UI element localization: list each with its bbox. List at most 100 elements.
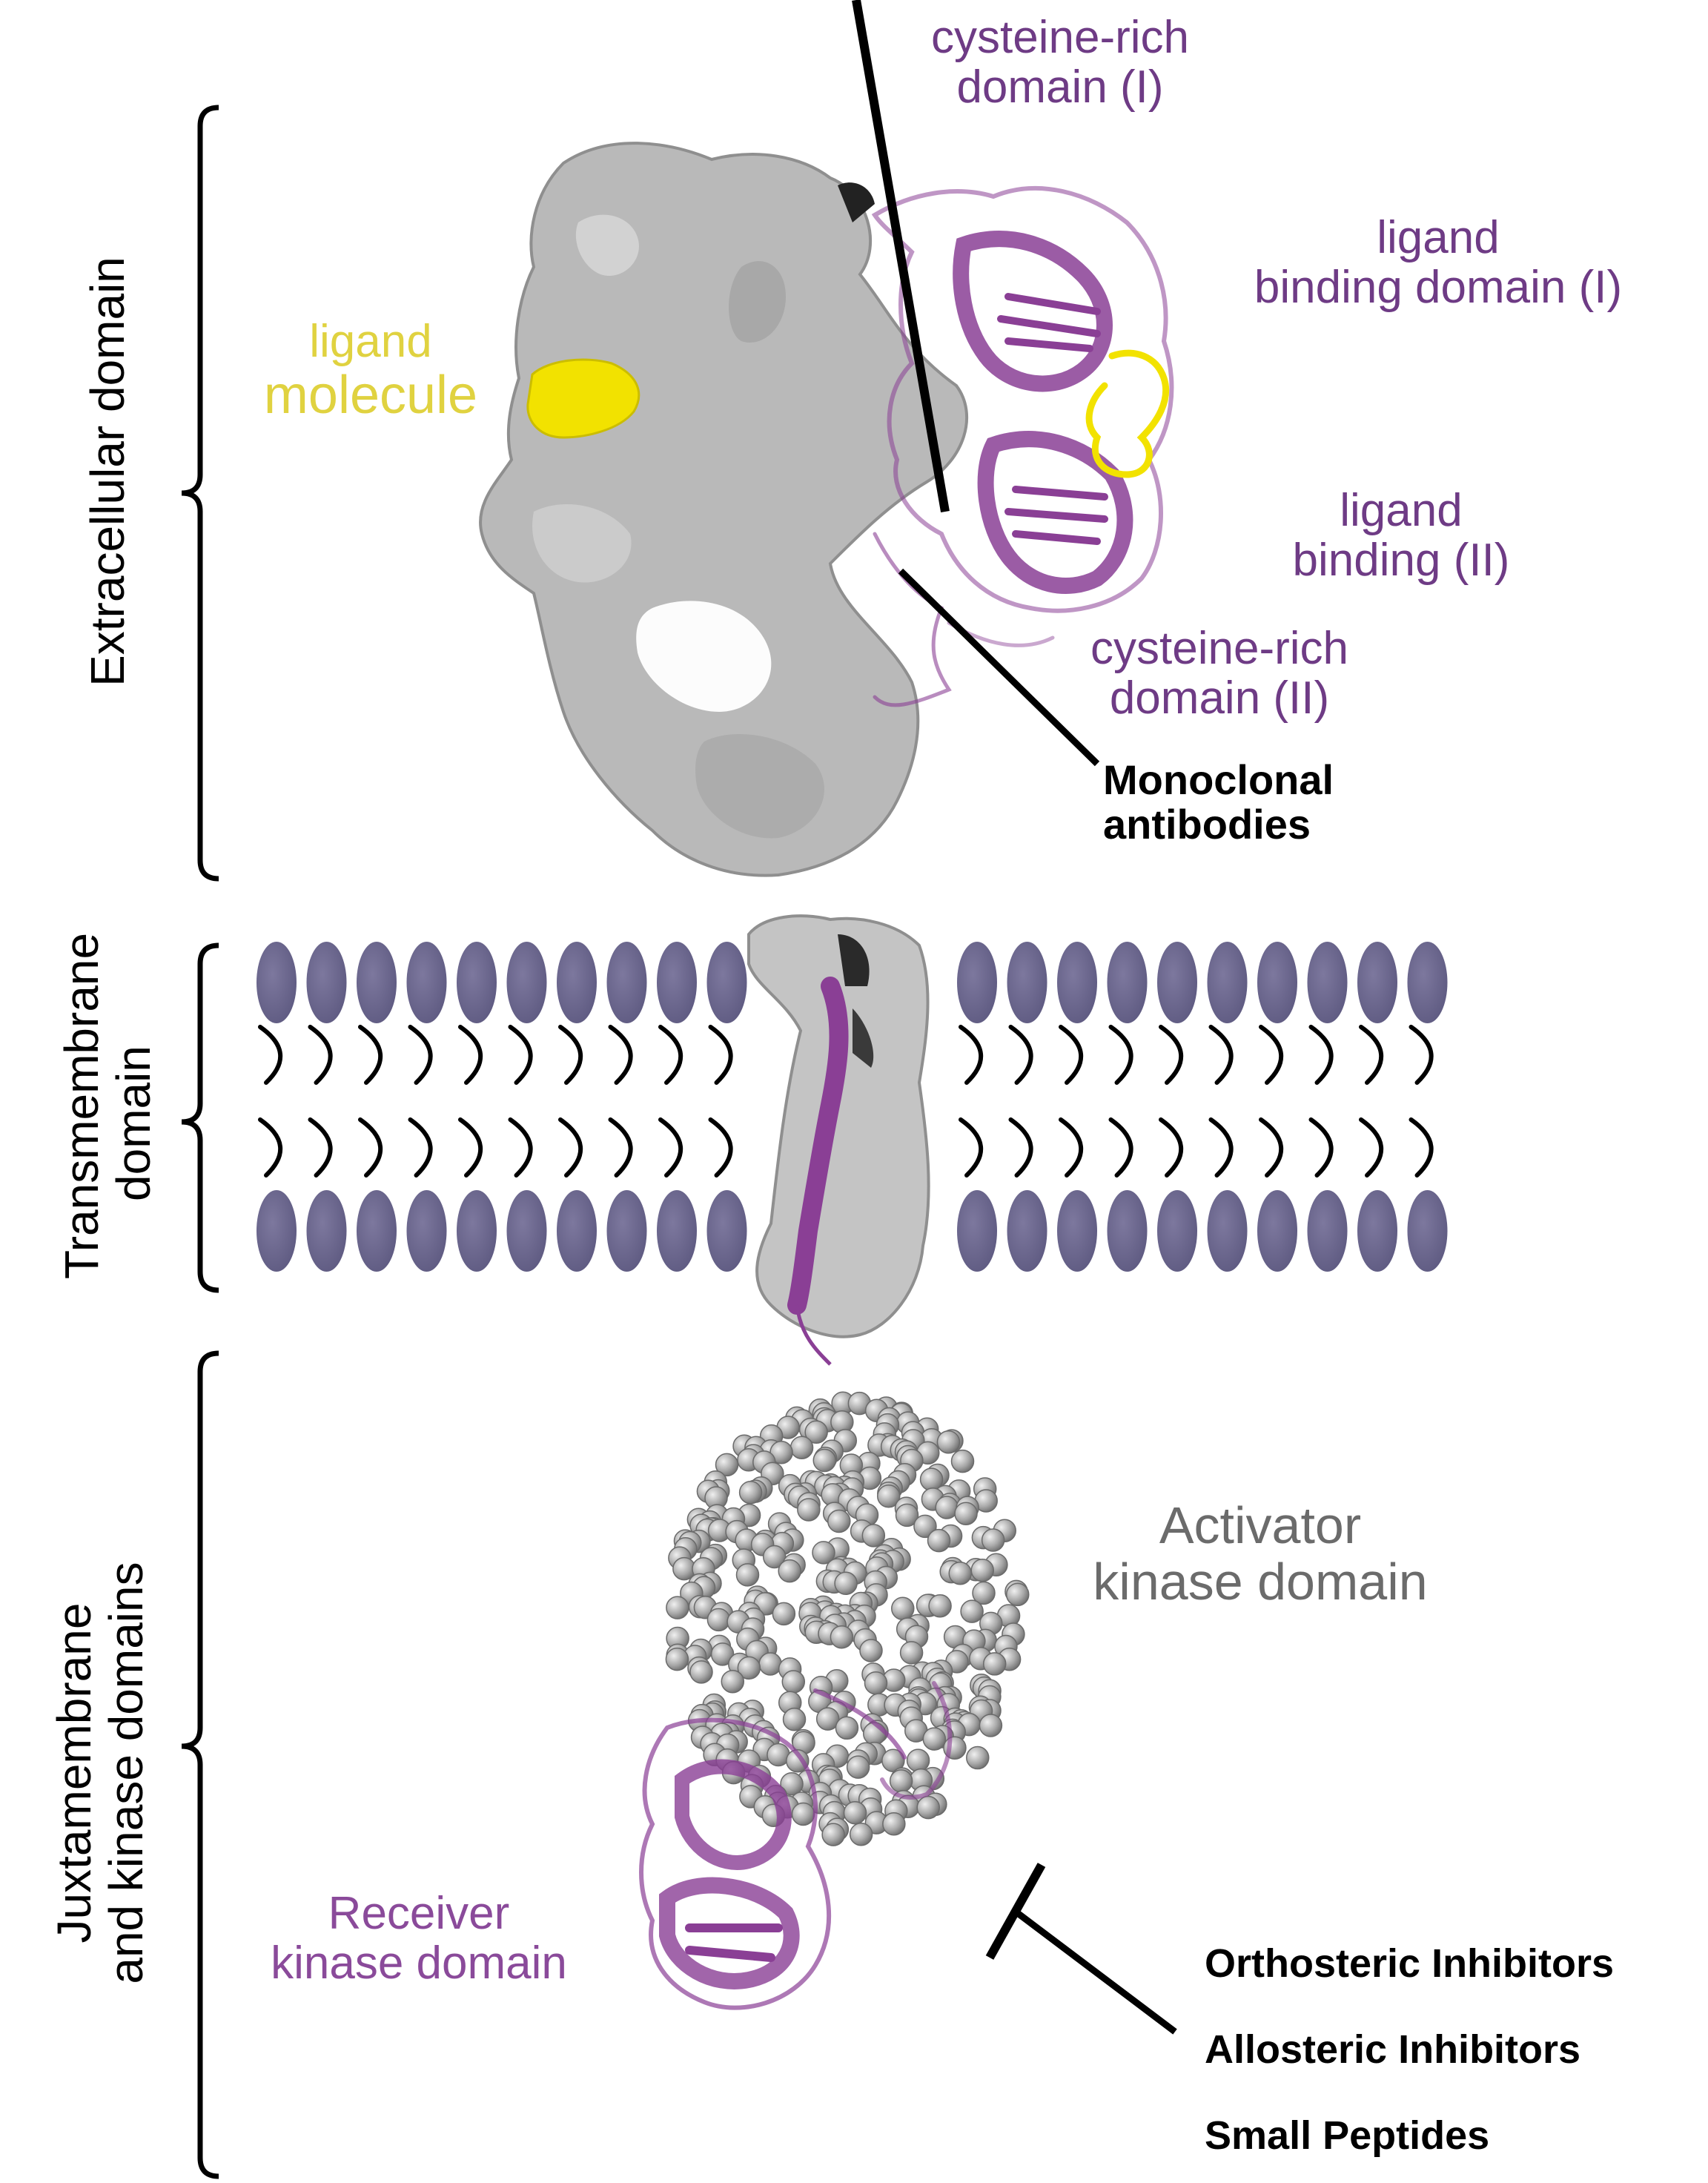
lipid-left-head-lower [406,1190,447,1272]
monoclonal-antibodies-label: Monoclonal antibodies [1103,757,1334,848]
kinase-atom-sphere [966,1746,990,1770]
kinase-atom-sphere [772,1602,796,1626]
kinase-atom-sphere [916,1795,940,1820]
lbd2-line-2: binding (II) [1292,534,1510,586]
kinase-atom-sphere [913,1514,937,1539]
lipid-left-head-upper [657,942,697,1023]
kinase-atom-sphere [922,1727,947,1751]
lipid-right-head-upper [957,942,997,1023]
receiver-line-2: kinase domain [271,1937,567,1989]
kinase-atom-sphere [960,1599,984,1623]
lbd1-line-2: binding domain (I) [1254,261,1623,313]
lipid-left-head-lower [706,1190,747,1272]
lipid-right-tail-lower [1359,1117,1384,1178]
lipid-left-tail-lower [458,1117,483,1178]
lipid-left-head-upper [406,942,447,1023]
lipid-left-tail-lower [258,1117,283,1178]
mab-line-2: antibodies [1103,801,1311,848]
kinase-atom-sphere [797,1498,821,1522]
lipid-left-head-upper [357,942,397,1023]
kinase-atom-sphere [782,1708,807,1731]
kinase-atom-sphere [821,1823,845,1846]
kinase-atom-sphere [846,1755,870,1779]
lipid-right-tail-upper [1259,1025,1284,1085]
kinase-atom-sphere [954,1502,978,1525]
lipid-right-tail-lower [1059,1117,1084,1178]
lipid-left-head-upper [256,942,297,1023]
kinase-atom-sphere [812,1541,835,1565]
kinase-atom-sphere [758,1652,782,1676]
kinase-atom-sphere [1005,1582,1030,1607]
lipid-left-tail-upper [458,1025,483,1085]
lipid-right-head-upper [1207,942,1248,1023]
lipid-right-tail-upper [959,1025,984,1085]
lipid-left-head-upper [606,942,647,1023]
orthosteric-inhibitors-label: Orthosteric Inhibitors [1205,1941,1615,1986]
lipid-right-head-lower [1057,1190,1097,1272]
kinase-atom-sphere [895,1503,919,1528]
extracellular-text: Extracellular domain [81,257,134,687]
lipid-right-tail-lower [1108,1117,1133,1178]
kinase-atom-sphere [790,1436,814,1459]
kinase-atom-sphere [762,1545,787,1569]
kinase-atom-sphere [812,1448,837,1473]
kinase-atom-sphere [970,1558,995,1582]
kinase-atom-sphere [665,1647,689,1671]
receiver-line-1: Receiver [328,1888,510,1939]
kinase-atom-sphere [778,1559,801,1583]
lipid-right-head-lower [1357,1190,1397,1272]
lipid-left-head-lower [606,1190,647,1272]
section-label-juxtamembrane: Juxtamembrane and kinase domains [47,1439,159,2107]
lipid-right-head-upper [1307,942,1348,1023]
lipid-right-tail-upper [1208,1025,1234,1085]
lipid-right-head-upper [1407,942,1448,1023]
lipid-right-head-lower [957,1190,997,1272]
inhibitor-list: Orthosteric Inhibitors Allosteric Inhibi… [1205,1921,1614,2179]
kinase-atom-sphere [882,1812,906,1836]
kinase-atom-sphere [666,1596,689,1619]
allosteric-inhibitors-label: Allosteric Inhibitors [1205,2027,1581,2072]
lipid-left-tail-upper [608,1025,633,1085]
kinase-atom-sphere [843,1800,867,1825]
juxtamembrane-line-1: Juxtamembrane [47,1602,101,1943]
lipid-left-tail-upper [308,1025,333,1085]
lipid-left-tail-lower [608,1117,633,1178]
kinase-atom-sphere [950,1449,975,1473]
lipid-right-head-upper [1157,942,1197,1023]
lbd1-line-1: ligand [1377,212,1500,263]
lipid-right-head-upper [1107,942,1148,1023]
lipid-left-tail-lower [658,1117,683,1178]
kinase-atom-sphere [737,1656,761,1680]
lipid-left-tail-upper [558,1025,583,1085]
lipid-left-tail-lower [408,1117,433,1178]
crd1-line-2: domain (I) [956,61,1164,113]
extracellular-surface [479,142,968,877]
lbd1-label: ligand binding domain (I) [1227,212,1649,313]
kinase-atom-sphere [804,1420,828,1444]
kinase-atom-sphere [827,1509,851,1533]
lbd2-label: ligand binding (II) [1282,486,1520,586]
activator-line-2: kinase domain [1093,1552,1428,1611]
kinase-atom-sphere [927,1528,951,1553]
lipid-left-head-upper [557,942,597,1023]
lipid-left-tail-lower [358,1117,383,1178]
kinase-atom-sphere [979,1714,1003,1737]
receiver-kinase-label: Receiver kinase domain [248,1889,589,1989]
lipid-right-head-lower [1257,1190,1297,1272]
lipid-right-tail-upper [1359,1025,1384,1085]
transmembrane-bracket [181,942,219,1293]
kinase-atom-sphere [982,1652,1007,1676]
lipid-right-head-upper [1007,942,1047,1023]
ligand-molecule-blob [526,358,640,439]
activator-kinase-spheres [665,1391,1030,1846]
extracellular-bracket [181,105,219,882]
kinase-atom-sphere [830,1625,854,1649]
lipid-right-tail-upper [1409,1025,1434,1085]
lipid-right-tail-lower [1308,1117,1334,1178]
lipid-bilayer-right [957,942,1448,1272]
crd2-label: cysteine-rich domain (II) [1068,624,1371,724]
crd1-label: cysteine-rich domain (I) [908,13,1212,113]
lipid-right-head-upper [1057,942,1097,1023]
lipid-right-tail-upper [1008,1025,1033,1085]
transmembrane-line-1: Transmembrane [55,932,108,1279]
